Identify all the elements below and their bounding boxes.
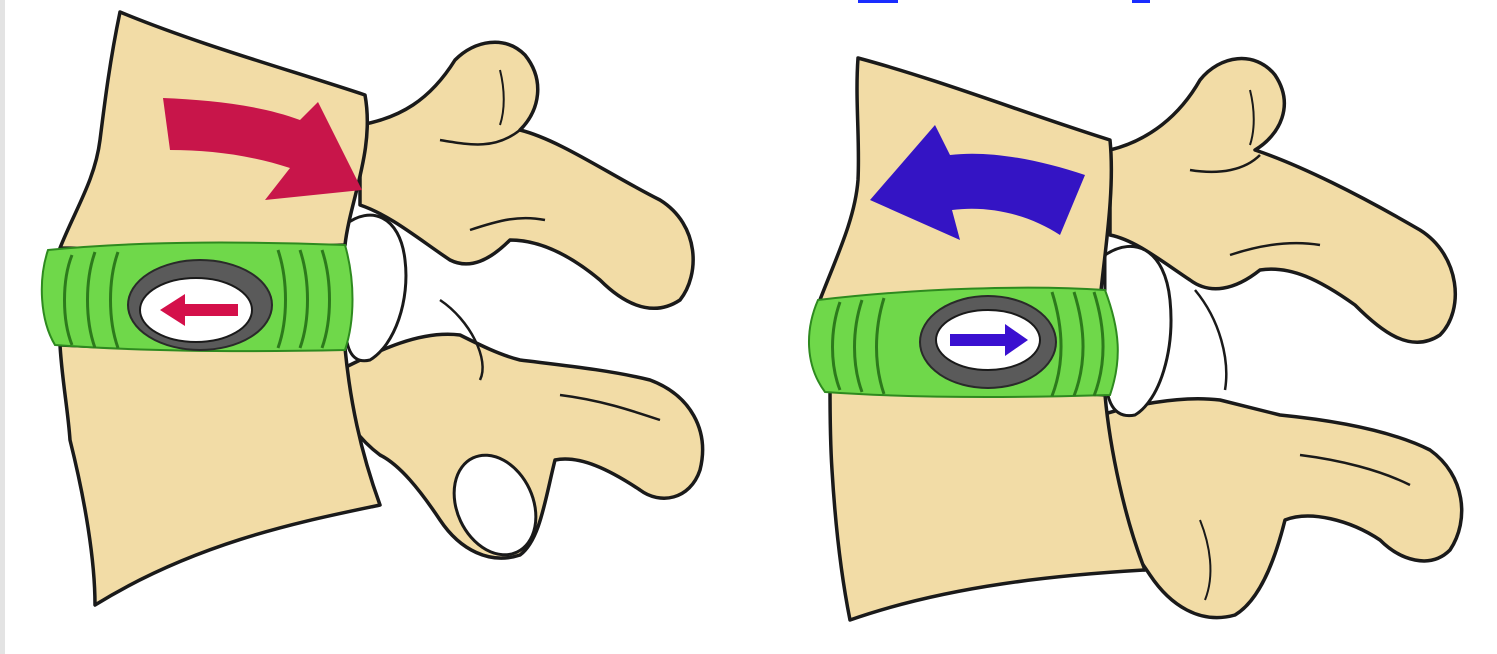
bone-contour <box>1195 290 1226 390</box>
foramen <box>345 215 406 361</box>
lower-vertebral-body <box>830 385 1145 620</box>
lower-vertebral-body <box>60 345 380 605</box>
upper-spinous-process <box>360 42 693 308</box>
lower-spinous-process <box>1084 399 1462 618</box>
panel-flexion <box>42 12 703 605</box>
panel-extension <box>809 58 1462 620</box>
